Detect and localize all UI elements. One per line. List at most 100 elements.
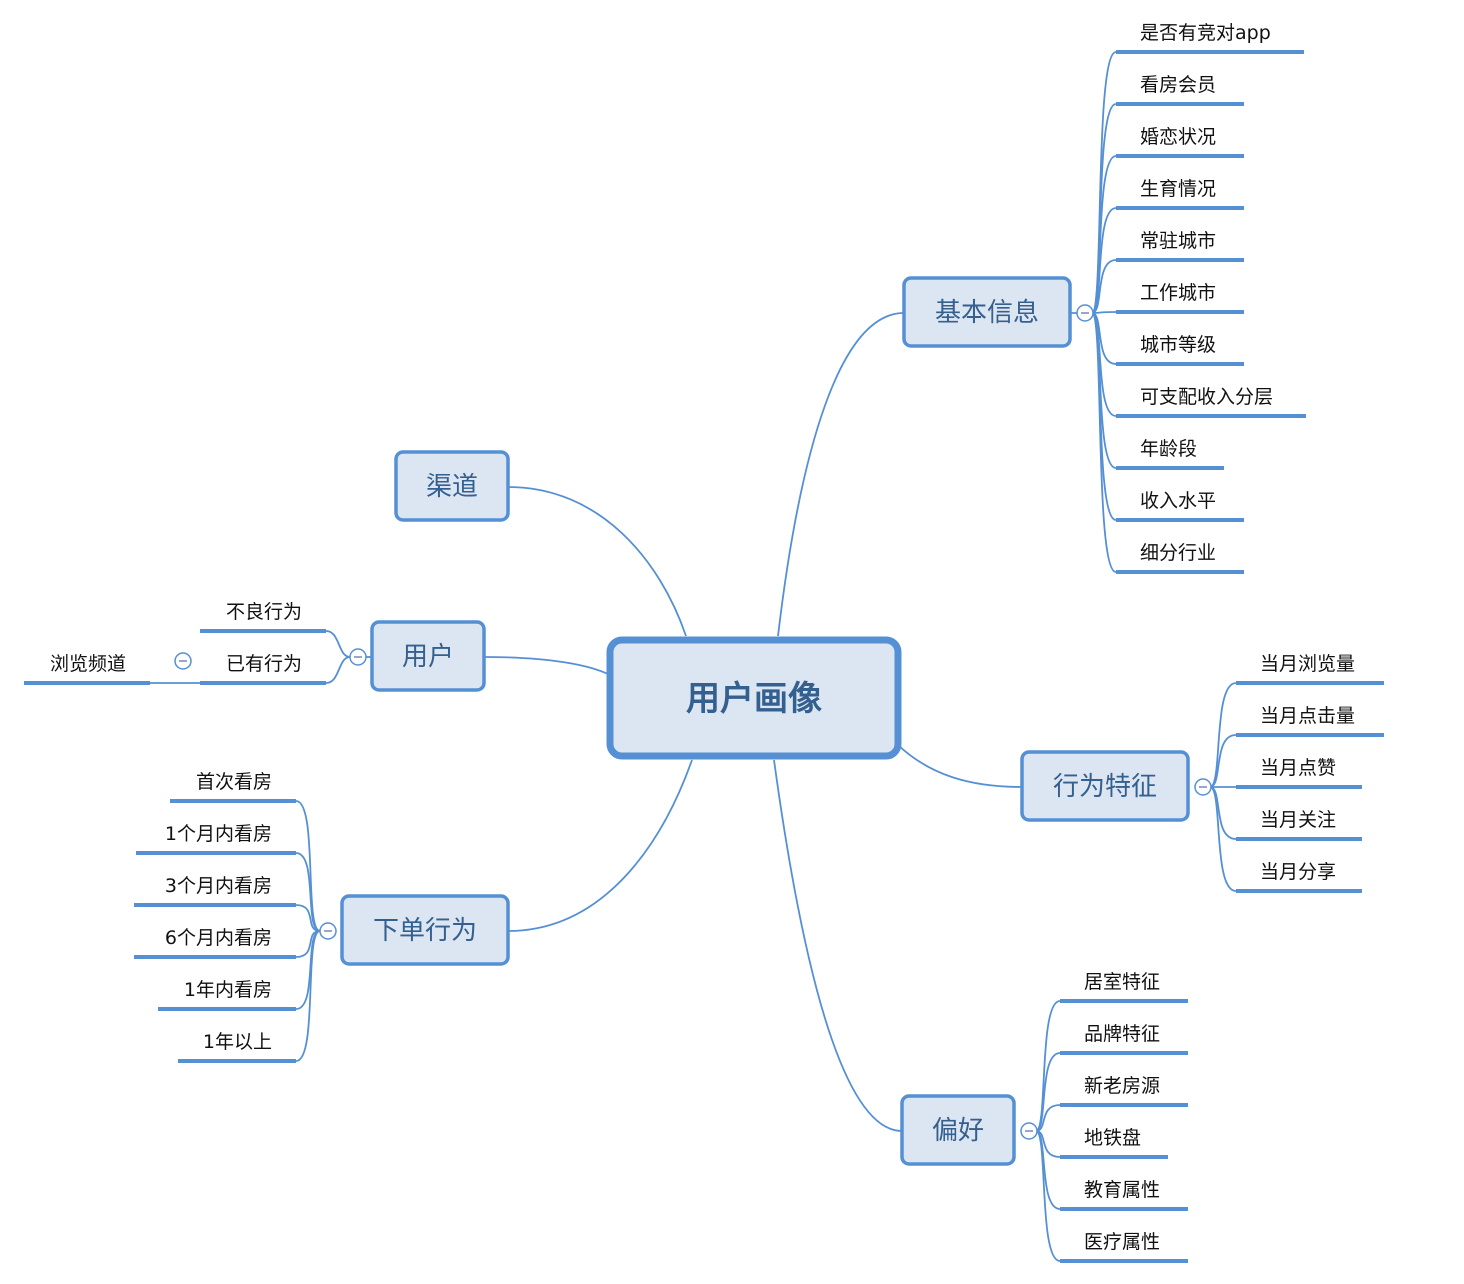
- leaf-basic-info[interactable]: 常驻城市: [1116, 230, 1244, 262]
- collapse-preference[interactable]: [1020, 1122, 1038, 1140]
- node-order-behavior-box[interactable]: [340, 894, 510, 966]
- leaf-basic-info[interactable]: 细分行业: [1116, 542, 1244, 574]
- leaf-basic-info[interactable]: 是否有竞对app: [1116, 22, 1304, 54]
- leaf-basic-info[interactable]: 生育情况: [1116, 178, 1244, 210]
- leaf-label: 收入水平: [1140, 490, 1216, 512]
- node-behavior-features-label: 行为特征: [1053, 772, 1157, 802]
- leaf-label: 是否有竞对app: [1140, 22, 1271, 44]
- leaf-order-behavior[interactable]: 1年内看房: [158, 979, 296, 1011]
- leaf-label: 地铁盘: [1084, 1127, 1141, 1149]
- node-user-box[interactable]: [370, 620, 486, 692]
- node-basic-info-label: 基本信息: [935, 298, 1039, 328]
- root-label: 用户画像: [686, 679, 822, 719]
- connector: [1035, 1130, 1061, 1210]
- leaf-order-behavior[interactable]: 1年以上: [178, 1031, 296, 1063]
- root-box[interactable]: [606, 636, 902, 760]
- leaf-browse-channel[interactable]: 浏览频道: [24, 653, 150, 685]
- collapse-user[interactable]: [349, 648, 367, 666]
- leaf-preference[interactable]: 地铁盘: [1060, 1127, 1168, 1159]
- node-basic-info-box[interactable]: [902, 276, 1072, 348]
- leaf-preference[interactable]: 医疗属性: [1060, 1231, 1188, 1263]
- leaf-label: 浏览频道: [50, 653, 126, 675]
- leaf-preference[interactable]: 教育属性: [1060, 1179, 1188, 1211]
- leaf-basic-info[interactable]: 收入水平: [1116, 490, 1244, 522]
- leaf-order-behavior[interactable]: 1个月内看房: [136, 823, 296, 855]
- connector: [1091, 155, 1117, 314]
- connector: [1091, 312, 1117, 573]
- node-behavior-features-box[interactable]: [1020, 750, 1190, 822]
- connector: [1035, 1052, 1061, 1132]
- leaf-basic-info[interactable]: 工作城市: [1116, 282, 1244, 314]
- connector: [295, 800, 321, 932]
- leaf-order-behavior[interactable]: 6个月内看房: [134, 927, 296, 959]
- collapse-order-behavior[interactable]: [319, 922, 337, 940]
- connector: [295, 904, 321, 932]
- connector: [295, 852, 321, 932]
- root-node[interactable]: 用户画像: [606, 636, 902, 760]
- connector: [295, 930, 321, 1010]
- leaf-basic-info[interactable]: 婚恋状况: [1116, 126, 1244, 158]
- leaf-basic-info[interactable]: 年龄段: [1116, 438, 1224, 470]
- connector: [1091, 207, 1117, 314]
- node-user-label: 用户: [402, 642, 454, 672]
- leaf-behavior-features[interactable]: 当月点赞: [1236, 757, 1362, 789]
- node-order-behavior[interactable]: 下单行为: [340, 894, 510, 966]
- leaf-basic-info[interactable]: 可支配收入分层: [1116, 386, 1306, 418]
- leaf-behavior-features[interactable]: 当月关注: [1236, 809, 1362, 841]
- leaf-label: 居室特征: [1084, 971, 1160, 993]
- leaf-user[interactable]: 不良行为: [200, 601, 326, 633]
- connector: [325, 630, 351, 658]
- leaf-basic-info[interactable]: 看房会员: [1116, 74, 1244, 106]
- leaf-label: 首次看房: [196, 771, 272, 793]
- leaf-label: 城市等级: [1140, 334, 1216, 356]
- node-preference[interactable]: 偏好: [900, 1094, 1016, 1166]
- leaf-label: 已有行为: [226, 653, 302, 675]
- leaf-label: 当月关注: [1260, 809, 1336, 831]
- node-channel[interactable]: 渠道: [394, 450, 510, 522]
- connector: [1035, 1000, 1061, 1132]
- connector: [1091, 312, 1117, 469]
- branch-connector: [777, 312, 905, 637]
- leaf-basic-info[interactable]: 城市等级: [1116, 334, 1244, 366]
- leaf-label: 细分行业: [1140, 542, 1216, 564]
- leaf-label: 年龄段: [1140, 438, 1197, 460]
- leaf-user[interactable]: 已有行为: [200, 653, 326, 685]
- collapse-basic-info[interactable]: [1076, 304, 1094, 322]
- leaf-order-behavior[interactable]: 3个月内看房: [134, 875, 296, 907]
- connector: [1209, 682, 1237, 788]
- leaf-label: 6个月内看房: [165, 927, 272, 949]
- connector: [1209, 734, 1237, 788]
- leaf-behavior-features[interactable]: 当月点击量: [1236, 705, 1384, 737]
- node-basic-info[interactable]: 基本信息: [902, 276, 1072, 348]
- leaf-label: 看房会员: [1140, 74, 1216, 96]
- leaf-order-behavior[interactable]: 首次看房: [170, 771, 296, 803]
- connector: [1091, 312, 1117, 521]
- collapse-behavior-features[interactable]: [1194, 778, 1212, 796]
- leaf-label: 医疗属性: [1084, 1231, 1160, 1253]
- leaf-label: 1年以上: [203, 1031, 272, 1053]
- leaf-preference[interactable]: 居室特征: [1060, 971, 1188, 1003]
- node-channel-label: 渠道: [426, 472, 478, 502]
- connector: [1209, 786, 1237, 892]
- leaf-behavior-features[interactable]: 当月浏览量: [1236, 653, 1384, 685]
- leaf-behavior-features[interactable]: 当月分享: [1236, 861, 1362, 893]
- leaf-label: 不良行为: [226, 601, 302, 623]
- connector: [325, 656, 351, 684]
- leaf-label: 可支配收入分层: [1140, 386, 1273, 408]
- leaf-label: 当月点击量: [1260, 705, 1355, 727]
- node-behavior-features[interactable]: 行为特征: [1020, 750, 1190, 822]
- leaf-preference[interactable]: 新老房源: [1060, 1075, 1188, 1107]
- leaf-preference[interactable]: 品牌特征: [1060, 1023, 1188, 1055]
- node-order-behavior-label: 下单行为: [373, 916, 477, 946]
- node-preference-box[interactable]: [900, 1094, 1016, 1166]
- leaf-label: 教育属性: [1084, 1179, 1160, 1201]
- branch-connector: [507, 759, 693, 932]
- node-channel-box[interactable]: [394, 450, 510, 522]
- collapse-existing-behavior[interactable]: [174, 652, 192, 670]
- leaf-label: 3个月内看房: [165, 875, 272, 897]
- node-preference-label: 偏好: [932, 1116, 984, 1146]
- connector: [1209, 786, 1237, 840]
- leaf-label: 常驻城市: [1140, 230, 1216, 252]
- node-user[interactable]: 用户: [370, 620, 486, 692]
